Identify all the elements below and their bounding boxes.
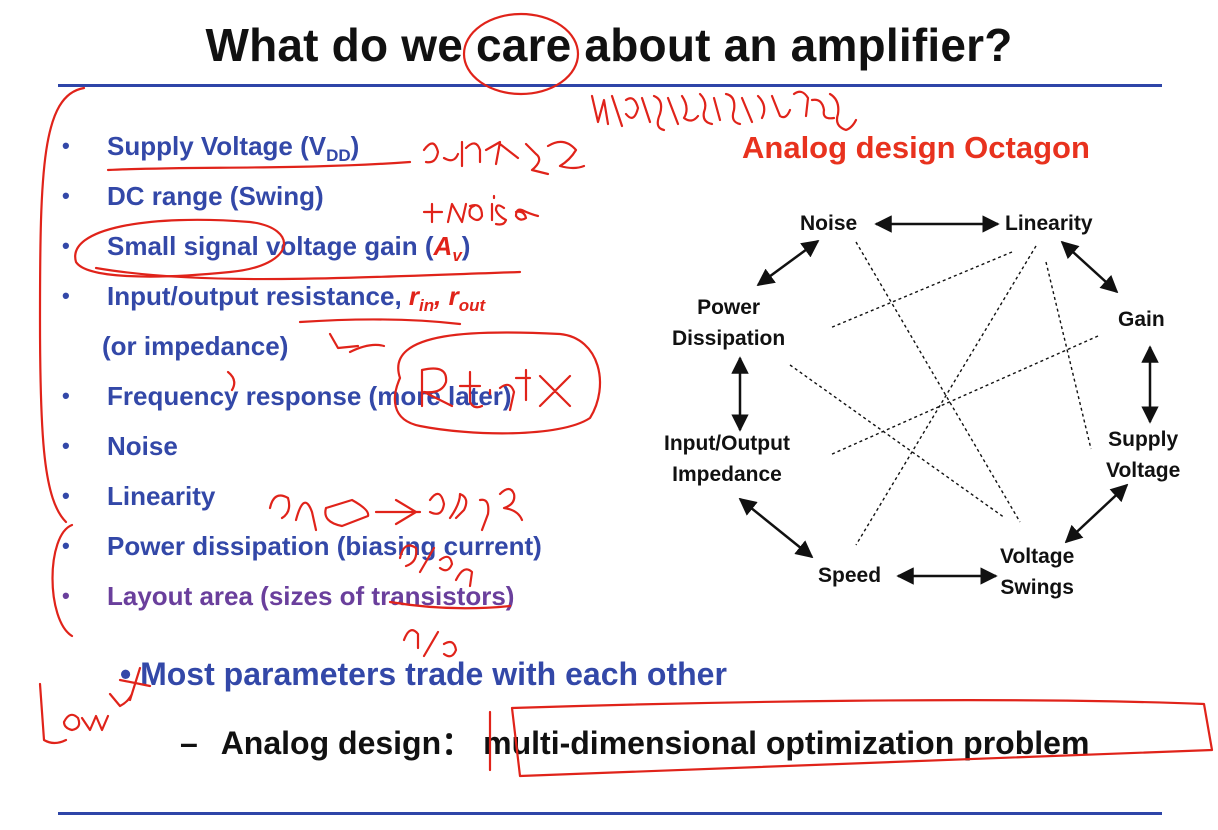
sub-point: – Analog design：multi-dimensional optimi… xyxy=(180,725,1090,761)
strike-transistors xyxy=(388,600,512,610)
octagon-title: Analog design Octagon xyxy=(742,130,1090,165)
annotation-delta xyxy=(226,343,386,392)
arrow-supply-swings xyxy=(1064,483,1129,544)
annotation-low xyxy=(38,666,152,745)
arrow-linearity-gain xyxy=(1060,240,1119,294)
dotted-linearity-power xyxy=(829,251,1013,329)
circle-care xyxy=(462,12,580,96)
title-underline xyxy=(58,84,1162,87)
dotted-gain-impedance xyxy=(829,335,1099,456)
bullet-dot: • xyxy=(62,233,70,258)
underline-supply xyxy=(106,160,412,172)
bullet-dot: • xyxy=(62,183,70,208)
circle-more-later xyxy=(393,331,602,435)
bullet-dot: • xyxy=(62,533,70,558)
octagon-node-power-dissipation: Power Dissipation xyxy=(672,296,786,350)
parameter-list: • Supply Voltage (VDD) • DC range (Swing… xyxy=(62,124,662,624)
list-item: • DC range (Swing) xyxy=(62,174,662,224)
octagon-node-noise: Noise xyxy=(800,212,858,235)
bracket-optimization xyxy=(510,699,1214,778)
slide-title: What do we care about an amplifier? xyxy=(205,19,1013,71)
annotation-a1-a3 xyxy=(268,487,524,532)
arrow-speed-impedance xyxy=(738,497,814,559)
list-item: • Noise xyxy=(62,424,662,474)
bracket-lower-list xyxy=(51,523,74,638)
list-item: • Input/output resistance, rin, rout xyxy=(62,274,662,324)
dotted-noise-swings xyxy=(855,241,1021,523)
list-item: • Linearity xyxy=(62,474,662,524)
octagon-node-speed: Speed xyxy=(818,564,882,587)
octagon-node-supply-voltage: Supply Voltage xyxy=(1106,428,1181,482)
octagon-node-impedance: Input/Output Impedance xyxy=(664,432,790,486)
annotation-noise xyxy=(422,194,540,226)
list-item-continuation: (or impedance) xyxy=(102,331,289,361)
octagon-node-voltage-swings: Voltage Swings xyxy=(1000,545,1075,599)
annotation-a1-a2 xyxy=(422,140,586,176)
bullet-dot: • xyxy=(62,133,70,158)
list-item: • Supply Voltage (VDD) xyxy=(62,124,662,174)
arrow-power-noise xyxy=(756,239,820,287)
dash-marker: – xyxy=(180,725,198,761)
bullet-dot: • xyxy=(62,383,70,408)
bullet-dot: • xyxy=(62,433,70,458)
footer-rule xyxy=(58,812,1162,815)
underline-gain xyxy=(94,266,522,281)
annotation-a-over-a xyxy=(398,544,474,658)
bullet-dot: • xyxy=(62,283,70,308)
bullet-dot: • xyxy=(120,656,141,692)
bracket-left-list xyxy=(38,86,86,524)
scribble-title xyxy=(590,90,858,132)
bullet-dot: • xyxy=(62,483,70,508)
circle-small-signal xyxy=(74,218,286,278)
list-item: • Small signal voltage gain (Av) xyxy=(62,224,662,274)
list-item: • Power dissipation (biasing current) xyxy=(62,524,662,574)
dotted-linearity-supply xyxy=(1045,261,1092,450)
list-item: • Layout area (sizes of transistors) xyxy=(62,574,662,624)
underline-impedance xyxy=(298,318,462,350)
annotation-rtjx xyxy=(420,367,572,412)
bullet-dot: • xyxy=(62,583,70,608)
dotted-power-swings xyxy=(789,364,1006,519)
octagon-node-linearity: Linearity xyxy=(1005,212,1093,235)
dotted-linearity-speed xyxy=(855,245,1037,546)
octagon-node-gain: Gain xyxy=(1118,308,1165,331)
main-point: • Most parameters trade with each other xyxy=(120,656,727,692)
